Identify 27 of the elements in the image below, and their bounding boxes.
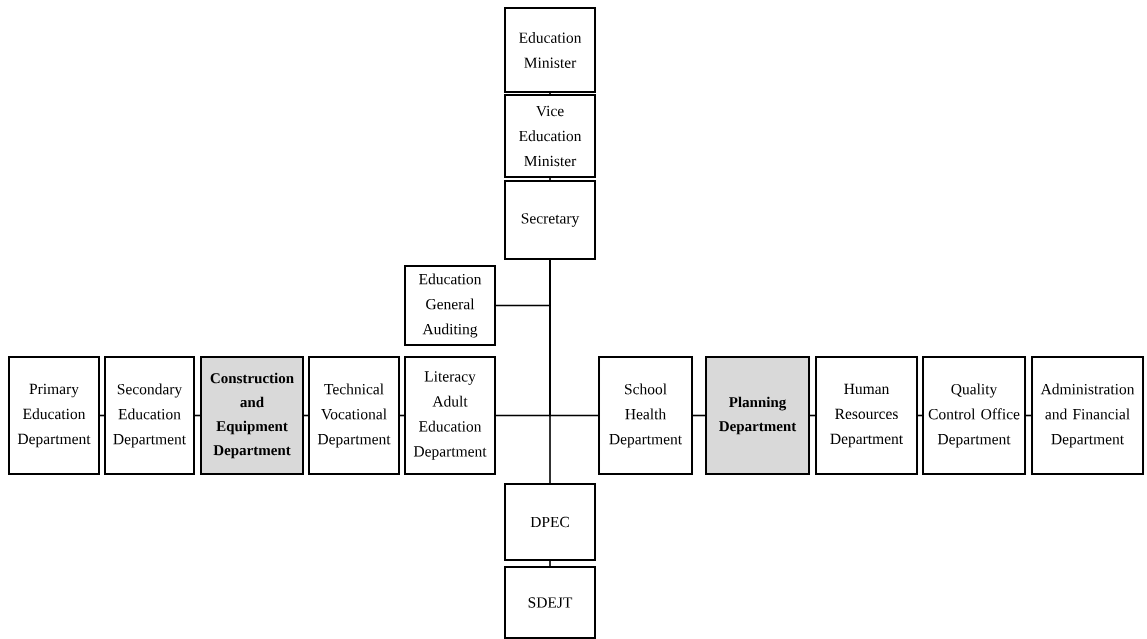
- box: School Health Department: [598, 356, 693, 475]
- connector-line: [99, 414, 105, 417]
- connector-line: [549, 259, 551, 484]
- box: Planning Department: [705, 356, 810, 475]
- box: Human Resources Department: [815, 356, 918, 475]
- box: Education General Auditing: [404, 265, 496, 346]
- box: Quality Control Office Department: [922, 356, 1026, 475]
- box: SDEJT: [504, 566, 596, 639]
- connector-line: [549, 560, 551, 567]
- box: DPEC: [504, 483, 596, 561]
- box: Literacy Adult Education Department: [404, 356, 496, 475]
- connector-line: [692, 414, 706, 417]
- box: Secretary: [504, 180, 596, 260]
- box: Education Minister: [504, 7, 596, 93]
- connector-line: [399, 414, 405, 417]
- box: Administration and Financial Department: [1031, 356, 1144, 475]
- connector-line: [303, 414, 309, 417]
- box: Secondary Education Department: [104, 356, 195, 475]
- box: Technical Vocational Department: [308, 356, 400, 475]
- box: Vice Education Minister: [504, 94, 596, 178]
- connector-line: [809, 414, 816, 417]
- connector-line: [917, 414, 923, 417]
- connector-line: [549, 177, 551, 181]
- box: Primary Education Department: [8, 356, 100, 475]
- connector-line: [1025, 414, 1032, 417]
- connector-line: [194, 414, 201, 417]
- box: Construction and Equipment Department: [200, 356, 304, 475]
